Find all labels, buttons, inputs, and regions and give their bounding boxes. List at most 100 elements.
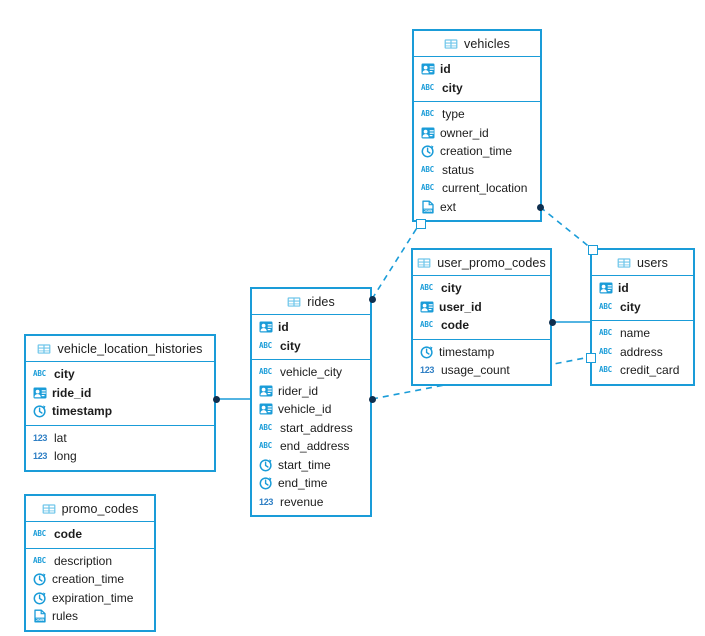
field-name: status <box>442 162 475 177</box>
field-name: end_address <box>280 439 350 454</box>
json-document-icon: JSON <box>33 609 47 623</box>
abc-text-icon: ABC <box>33 555 46 565</box>
relationship-line-vehicles-to-users <box>539 206 593 250</box>
field-name: usage_count <box>441 363 510 378</box>
field-name: code <box>441 318 470 333</box>
field-name: creation_time <box>52 572 125 587</box>
field-name: city <box>441 281 462 296</box>
relationship-source-dot <box>368 395 376 403</box>
abc-text-icon: ABC <box>421 82 434 92</box>
field-row[interactable]: end_time <box>252 474 370 493</box>
field-name: creation_time <box>440 144 513 159</box>
primary-key-field[interactable]: timestamp <box>26 402 214 421</box>
field-row[interactable]: timestamp <box>413 343 550 362</box>
primary-key-field[interactable]: id <box>414 60 540 79</box>
svg-text:JSON: JSON <box>424 209 432 213</box>
table-grid-icon <box>37 342 51 356</box>
field-name: address <box>620 344 663 359</box>
field-row[interactable]: expiration_time <box>26 589 154 608</box>
clock-icon <box>33 572 47 586</box>
field-name: start_address <box>280 420 353 435</box>
relationship-source-dot <box>536 203 544 211</box>
relationship-source-dot <box>368 295 376 303</box>
relationship-source-dot <box>548 318 556 326</box>
field-name: end_time <box>278 476 328 491</box>
field-name: start_time <box>278 457 331 472</box>
primary-key-field[interactable]: id <box>252 318 370 337</box>
field-row[interactable]: rider_id <box>252 382 370 401</box>
field-name: rules <box>52 609 79 624</box>
table-header-vehicles[interactable]: vehicles <box>414 31 540 57</box>
table-header-users[interactable]: users <box>592 250 693 276</box>
relationship-target-marker <box>586 353 596 363</box>
table-header-rides[interactable]: rides <box>252 289 370 315</box>
field-name: name <box>620 326 651 341</box>
clock-icon <box>259 458 273 472</box>
abc-text-icon: ABC <box>599 301 612 311</box>
table-header-promo_codes[interactable]: promo_codes <box>26 496 154 522</box>
abc-text-icon: ABC <box>599 346 612 356</box>
field-row[interactable]: owner_id <box>414 124 540 143</box>
field-row[interactable]: JSON rules <box>26 607 154 626</box>
field-name: current_location <box>442 181 528 196</box>
field-row[interactable]: vehicle_id <box>252 400 370 419</box>
table-title: vehicles <box>464 36 510 51</box>
table-grid-icon <box>287 295 301 309</box>
id-card-icon <box>599 281 613 295</box>
relationship-source-dot <box>212 395 220 403</box>
id-card-icon <box>421 126 435 140</box>
primary-key-field[interactable]: ride_id <box>26 384 214 403</box>
primary-key-field[interactable]: id <box>592 279 693 298</box>
table-header-user_promo_codes[interactable]: user_promo_codes <box>413 250 550 276</box>
primary-key-field[interactable]: user_id <box>413 298 550 317</box>
field-row[interactable]: start_time <box>252 456 370 475</box>
field-name: id <box>440 62 451 77</box>
field-row[interactable]: creation_time <box>26 570 154 589</box>
abc-text-icon: ABC <box>259 340 272 350</box>
table-grid-icon <box>417 256 431 270</box>
field-name: description <box>54 553 113 568</box>
field-row[interactable]: creation_time <box>414 142 540 161</box>
clock-icon <box>421 144 435 158</box>
abc-text-icon: ABC <box>599 365 612 375</box>
field-name: vehicle_city <box>280 365 343 380</box>
field-name: lat <box>54 430 67 445</box>
table-header-vehicle_location_histories[interactable]: vehicle_location_histories <box>26 336 214 362</box>
field-row[interactable]: ABC description <box>26 552 154 571</box>
field-name: code <box>54 527 83 542</box>
field-row[interactable]: ABC address <box>592 343 693 362</box>
